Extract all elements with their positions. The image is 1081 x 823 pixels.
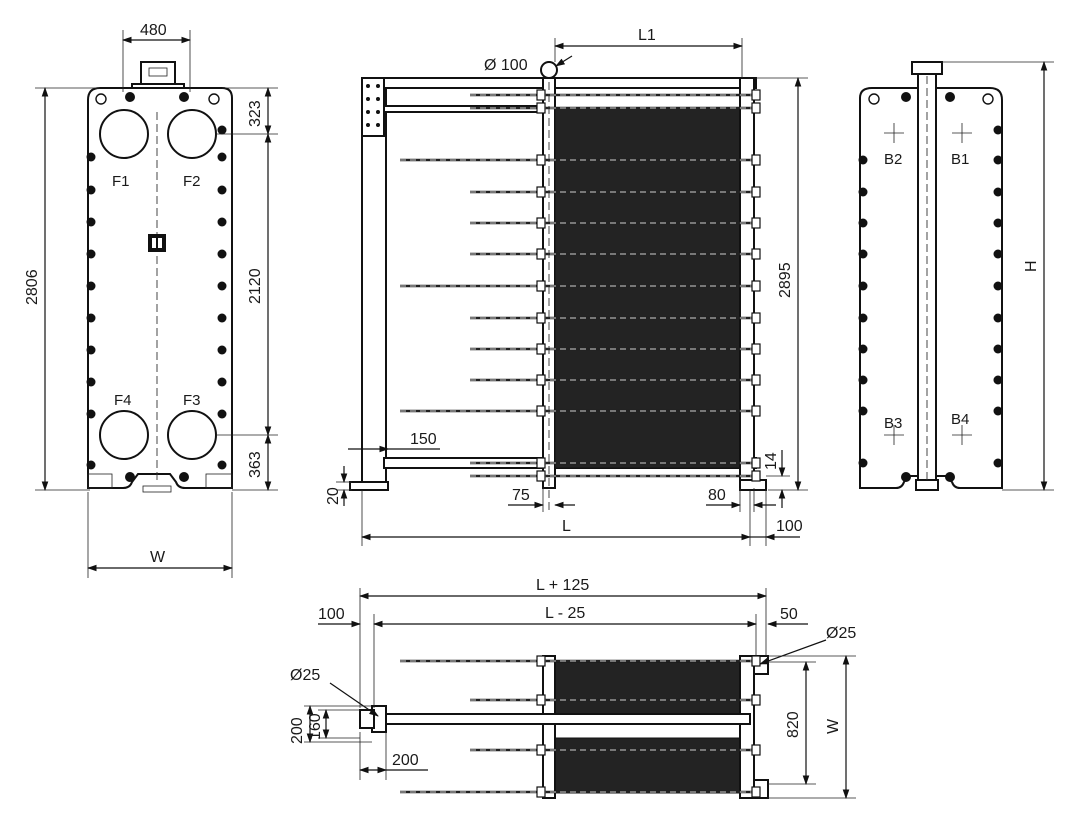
top-view-carrying-bar: [385, 713, 751, 725]
dim-100-side-label: 100: [776, 518, 803, 535]
front-view: F1 F2 F4 F3 480 2806 323 2120 363 W: [24, 22, 278, 578]
dim-l-plus-125-label: L + 125: [536, 577, 589, 594]
dim-75-label: 75: [512, 487, 530, 504]
dim-363-label: 363: [247, 451, 264, 478]
top-plate-pack-upper: [554, 661, 743, 721]
port-f1-label: F1: [112, 173, 130, 190]
dim-14-label: 14: [763, 452, 780, 470]
port-f1-circle: [99, 109, 149, 159]
port-f2-circle: [167, 109, 217, 159]
dim-w-label: W: [150, 549, 166, 566]
plate-pack: [554, 107, 743, 469]
port-f3-label: F3: [183, 392, 201, 409]
dim-100-top-label: 100: [318, 606, 345, 623]
top-view: L + 125 L - 25 100 50 Ø25 Ø25 820 W 200 …: [289, 577, 856, 799]
dim-w-top-label: W: [825, 718, 842, 734]
port-f3-circle: [167, 410, 217, 460]
front-logo-icon: [148, 234, 166, 252]
port-f4-label: F4: [114, 392, 132, 409]
dim-200-horizontal-label: 200: [392, 752, 419, 769]
dim-480-label: 480: [140, 22, 167, 39]
top-plate-pack-lower: [554, 737, 743, 794]
front-plate-outline: [87, 87, 233, 489]
dim-200-vertical-label: 200: [289, 717, 306, 744]
dim-50-label: 50: [780, 606, 798, 623]
dim-150-label: 150: [410, 431, 437, 448]
port-b2-label: B2: [884, 151, 902, 168]
dim-2120-label: 2120: [247, 268, 264, 304]
port-b3-label: B3: [884, 415, 902, 432]
dim-l1-label: L1: [638, 27, 656, 44]
dim-phi25-left-label: Ø25: [290, 667, 320, 684]
support-column: [361, 77, 387, 489]
tie-rod-nuts: [536, 89, 761, 482]
dim-l-label: L: [562, 518, 571, 535]
port-f4-circle: [99, 410, 149, 460]
dim-80-label: 80: [708, 487, 726, 504]
dim-820-label: 820: [785, 711, 802, 738]
port-b4-label: B4: [951, 411, 969, 428]
top-view-rods: [400, 659, 760, 794]
dim-l-minus-25-label: L - 25: [545, 605, 585, 622]
dim-2806-label: 2806: [24, 269, 41, 305]
port-b1-label: B1: [951, 151, 969, 168]
dim-2895-label: 2895: [777, 262, 794, 298]
dim-20-label: 20: [325, 487, 342, 505]
port-f2-label: F2: [183, 173, 201, 190]
tie-rods: [400, 93, 760, 478]
side-view: L1 Ø 100 2895 14 150 20 75 80 L 100: [325, 27, 808, 546]
dim-323-label: 323: [247, 100, 264, 127]
dim-phi100-label: Ø 100: [484, 57, 528, 74]
top-carrying-bar: [383, 77, 757, 89]
front-edge-bolts: [86, 92, 227, 482]
rear-view: B2 B1 B3 B4 H: [858, 61, 1054, 491]
dim-phi25-right-label: Ø25: [826, 625, 856, 642]
dim-h-label: H: [1023, 260, 1040, 272]
dim-160-label: 160: [307, 713, 324, 740]
rear-edge-bolts: [858, 92, 1003, 482]
top-roller: [540, 61, 558, 79]
